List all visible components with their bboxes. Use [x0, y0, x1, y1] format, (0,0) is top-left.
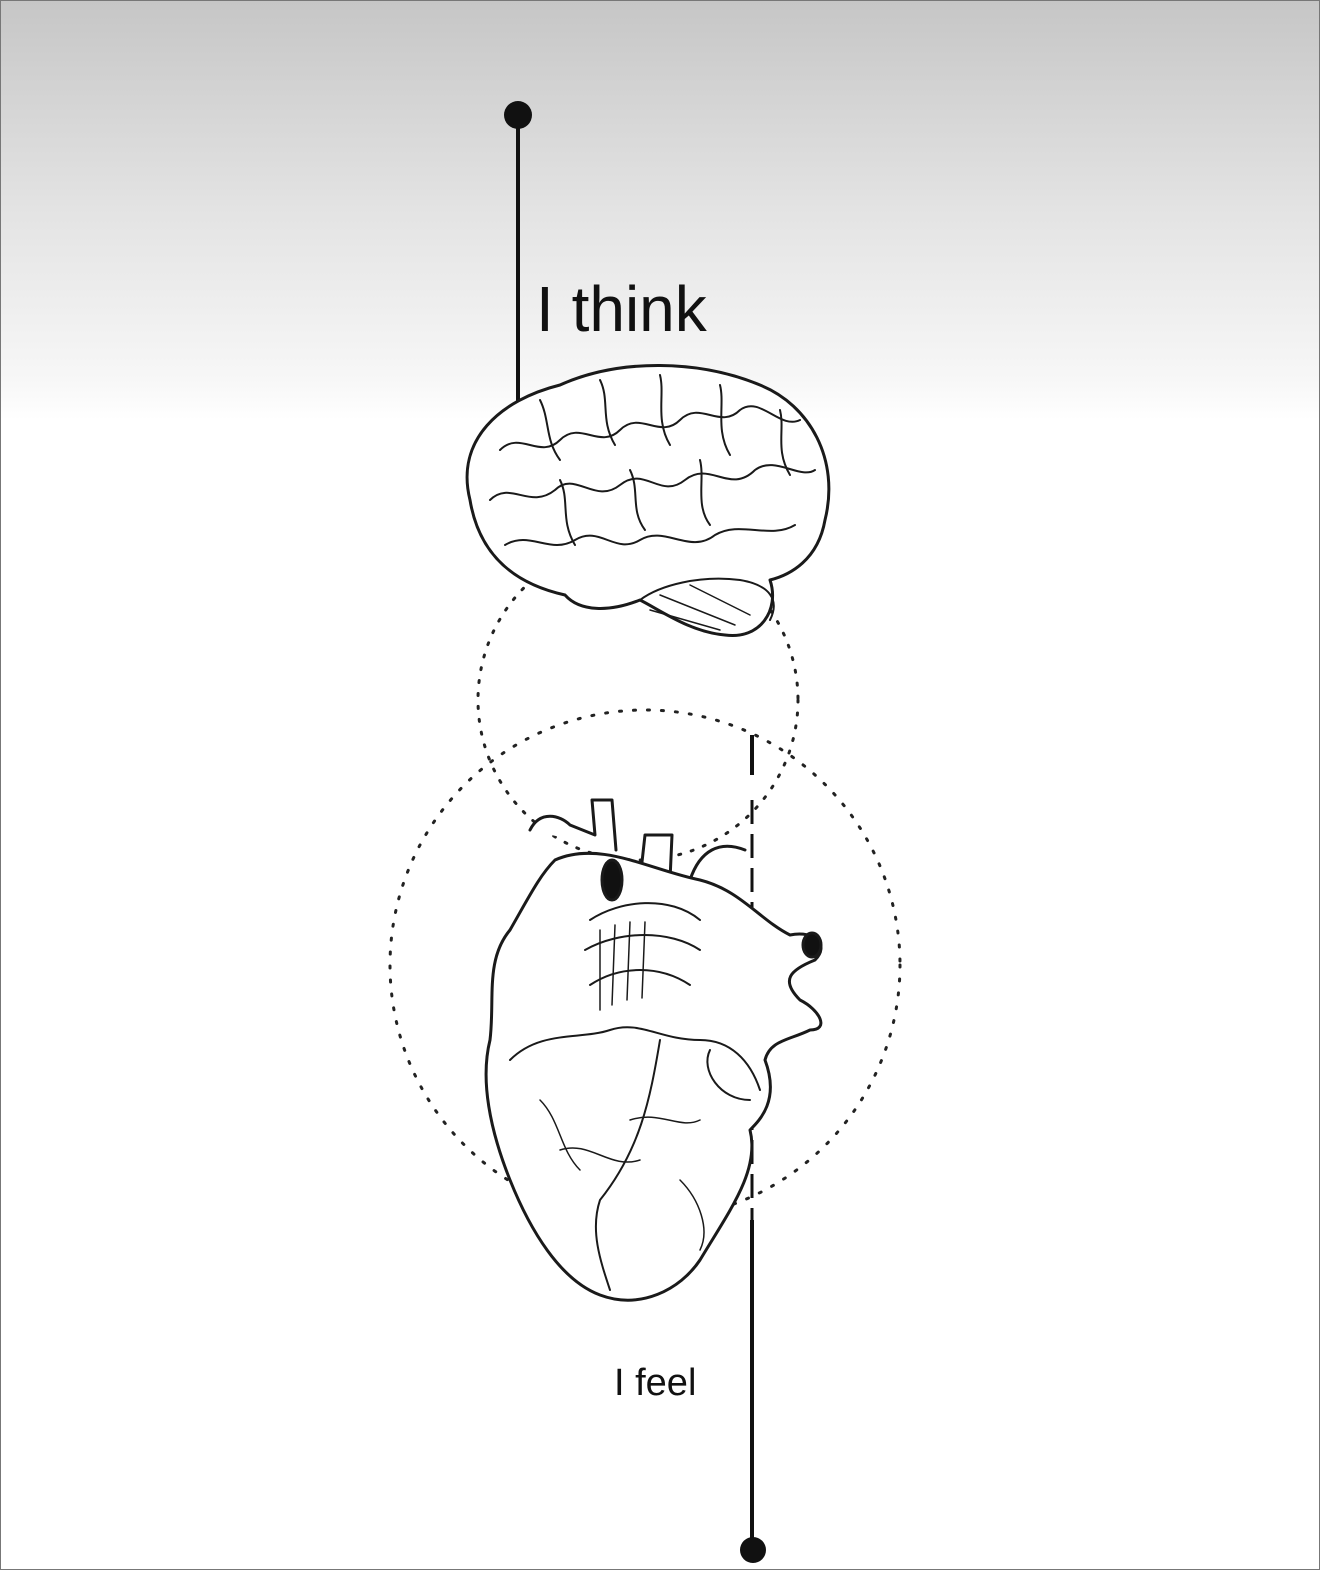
label-i-think: I think: [536, 273, 707, 345]
brain-icon: [465, 364, 831, 638]
top-dot: [504, 101, 532, 129]
heart-icon: [484, 798, 823, 1302]
bottom-dot: [740, 1537, 766, 1563]
dotted-circle-lower: [388, 708, 902, 1222]
label-i-feel: I feel: [614, 1362, 697, 1404]
